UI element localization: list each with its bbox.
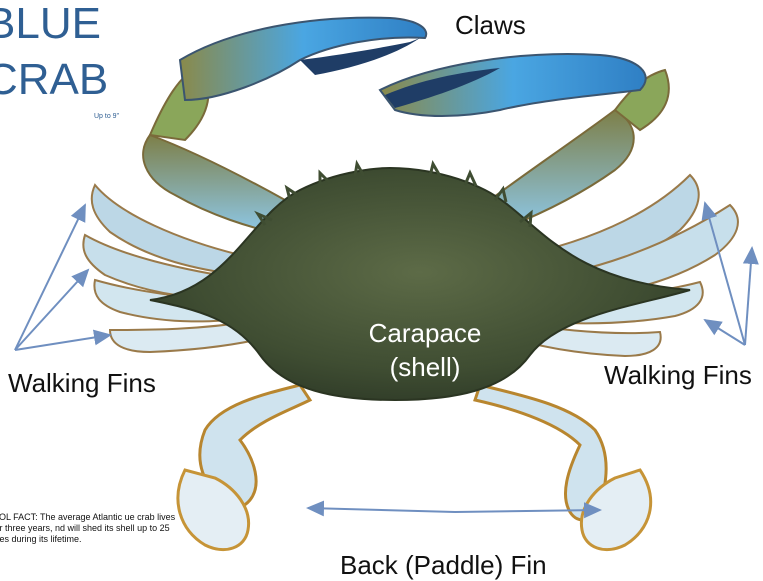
- label-walking-fins-left: Walking Fins: [8, 368, 156, 399]
- label-claws: Claws: [455, 10, 526, 41]
- title-line-2: CRAB: [0, 58, 108, 102]
- cool-fact-text: OOL FACT: The average Atlantic ue crab l…: [0, 512, 182, 545]
- label-back-paddle-fin: Back (Paddle) Fin: [340, 550, 547, 581]
- label-walking-fins-right: Walking Fins: [604, 360, 752, 391]
- size-subtitle: Up to 9”: [94, 113, 119, 120]
- label-carapace-shell: (shell): [360, 352, 490, 383]
- back-paddle-fins: [178, 385, 651, 550]
- claws: [180, 18, 646, 116]
- label-carapace: Carapace: [360, 318, 490, 349]
- title-line-1: BLUE: [0, 2, 101, 46]
